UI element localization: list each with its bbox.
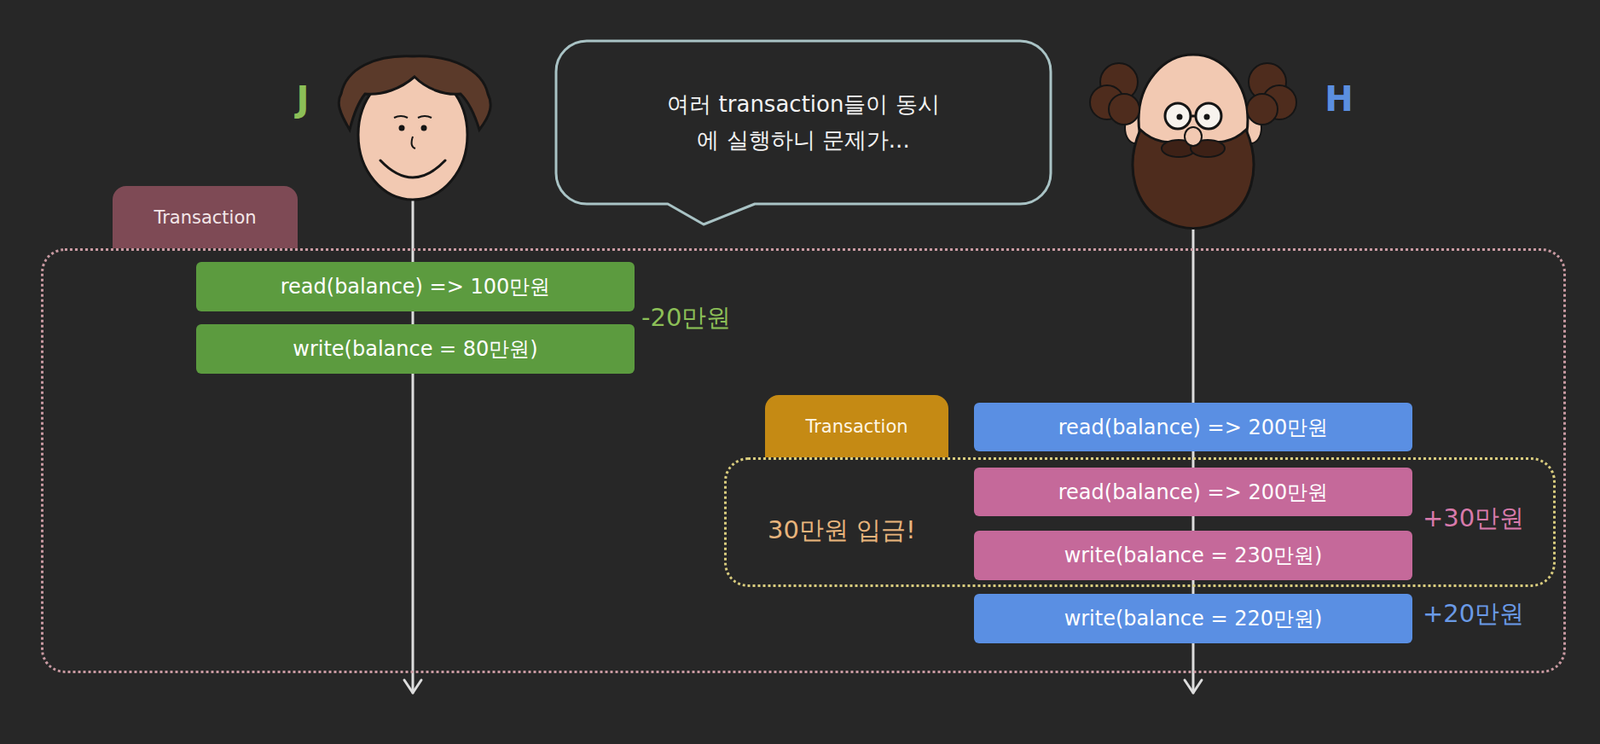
actor-name: H	[1324, 79, 1353, 119]
bubble-shape	[556, 40, 1051, 225]
actor-name: J	[296, 79, 310, 119]
operation-text: write(balance = 80만원)	[292, 335, 538, 363]
operation-box: write(balance = 80만원)	[196, 324, 635, 374]
operation-box: read(balance) => 100만원	[196, 261, 635, 312]
speech-bubble: 여러 transaction들이 동시에 실행하니 문제가...	[556, 40, 1051, 204]
person-j-face	[338, 56, 491, 200]
amount-note: +20만원	[1422, 597, 1525, 632]
speech-text: 여러 transaction들이 동시에 실행하니 문제가...	[662, 86, 945, 160]
operation-text: read(balance) => 100만원	[280, 272, 551, 301]
region-note: 30만원 입금!	[767, 513, 916, 548]
transaction-region: read(balance) => 100만원 write(balance = 80…	[40, 248, 1566, 673]
operation-text: write(balance = 220만원)	[1064, 604, 1323, 632]
operation-box: write(balance = 220만원)	[973, 593, 1413, 644]
operation-text: read(balance) => 200만원	[1058, 478, 1329, 506]
transaction-tab: Transaction	[765, 394, 949, 458]
transaction-tab: Transaction	[112, 185, 298, 249]
operation-text: write(balance = 230만원)	[1064, 541, 1323, 569]
operation-text: read(balance) => 200만원	[1058, 413, 1329, 441]
operation-box: read(balance) => 200만원	[973, 402, 1413, 452]
bubble-outline	[556, 40, 1051, 204]
amount-note: +30만원	[1422, 501, 1525, 536]
operation-box: write(balance = 230만원)	[973, 530, 1413, 580]
amount-note: -20만원	[641, 301, 731, 336]
operation-box: read(balance) => 200만원	[973, 467, 1413, 516]
person-h-face	[1089, 54, 1297, 229]
